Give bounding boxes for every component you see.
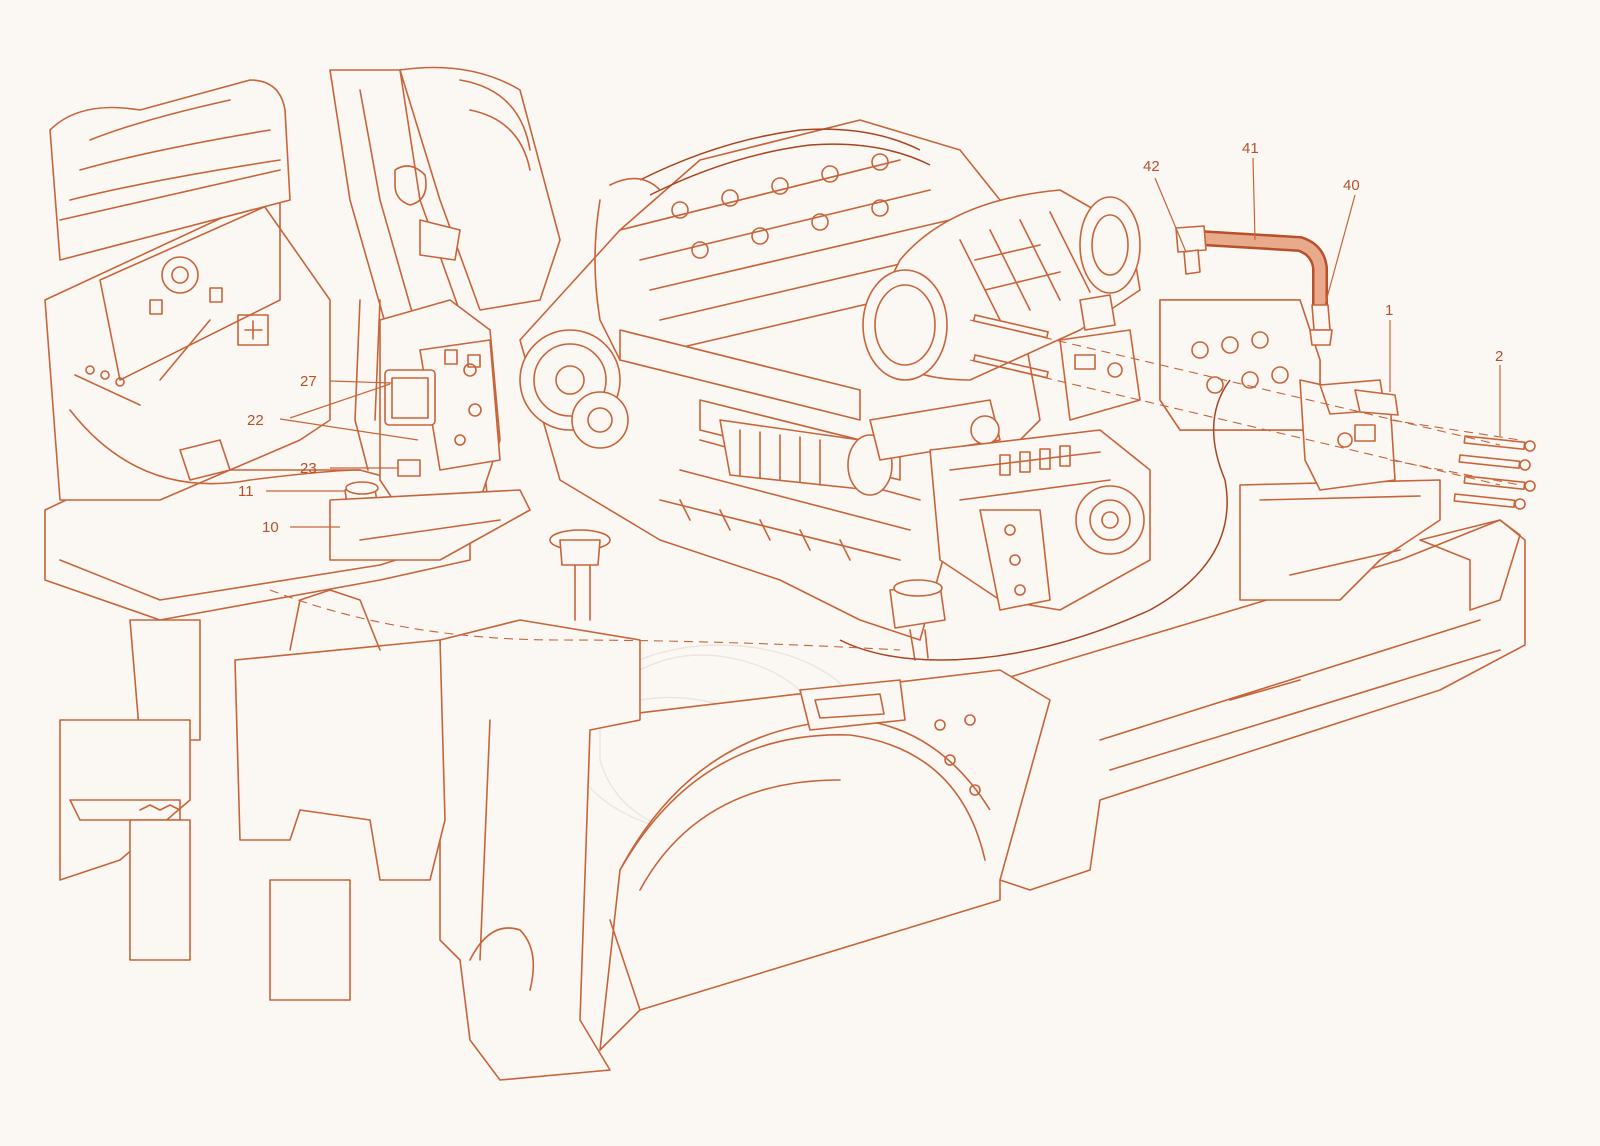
callout-2-label: 2: [1495, 348, 1503, 365]
callout-2: 2: [1495, 348, 1503, 436]
highlighted-hose: [839, 225, 1333, 661]
callout-23-label: 23: [300, 460, 317, 477]
callout-22-label: 22: [247, 412, 264, 429]
control-box-27: [329, 299, 531, 561]
callout-10: 10: [262, 519, 340, 536]
callout-1-label: 1: [1385, 302, 1393, 319]
valve-manifold: [1059, 294, 1399, 491]
callout-41: 41: [1242, 140, 1259, 241]
pump-fittings: [999, 445, 1071, 476]
callout-23: 23: [300, 460, 398, 477]
callout-22: 22: [247, 412, 419, 441]
callout-1: 1: [1385, 302, 1393, 392]
hydraulic-pump: [549, 429, 1151, 661]
callout-42: 42: [1143, 158, 1187, 253]
callout-40: 40: [1324, 177, 1360, 306]
engine-assembly: [519, 119, 1141, 641]
callout-11: 11: [238, 483, 345, 500]
callouts: 27 22 23 11 10 42 41 40: [238, 140, 1503, 536]
callout-27-label: 27: [300, 373, 317, 390]
callout-40-label: 40: [1343, 177, 1360, 194]
callout-42-label: 42: [1143, 158, 1160, 175]
tie-bolts: [969, 314, 1536, 510]
callout-11-label: 11: [238, 483, 254, 500]
head-bolts: [671, 153, 889, 259]
callout-10-label: 10: [262, 519, 279, 536]
callout-27: 27: [289, 373, 393, 419]
control-console: [44, 79, 331, 501]
callout-41-label: 41: [1242, 140, 1259, 157]
oil-pan-ribs: [679, 499, 851, 561]
